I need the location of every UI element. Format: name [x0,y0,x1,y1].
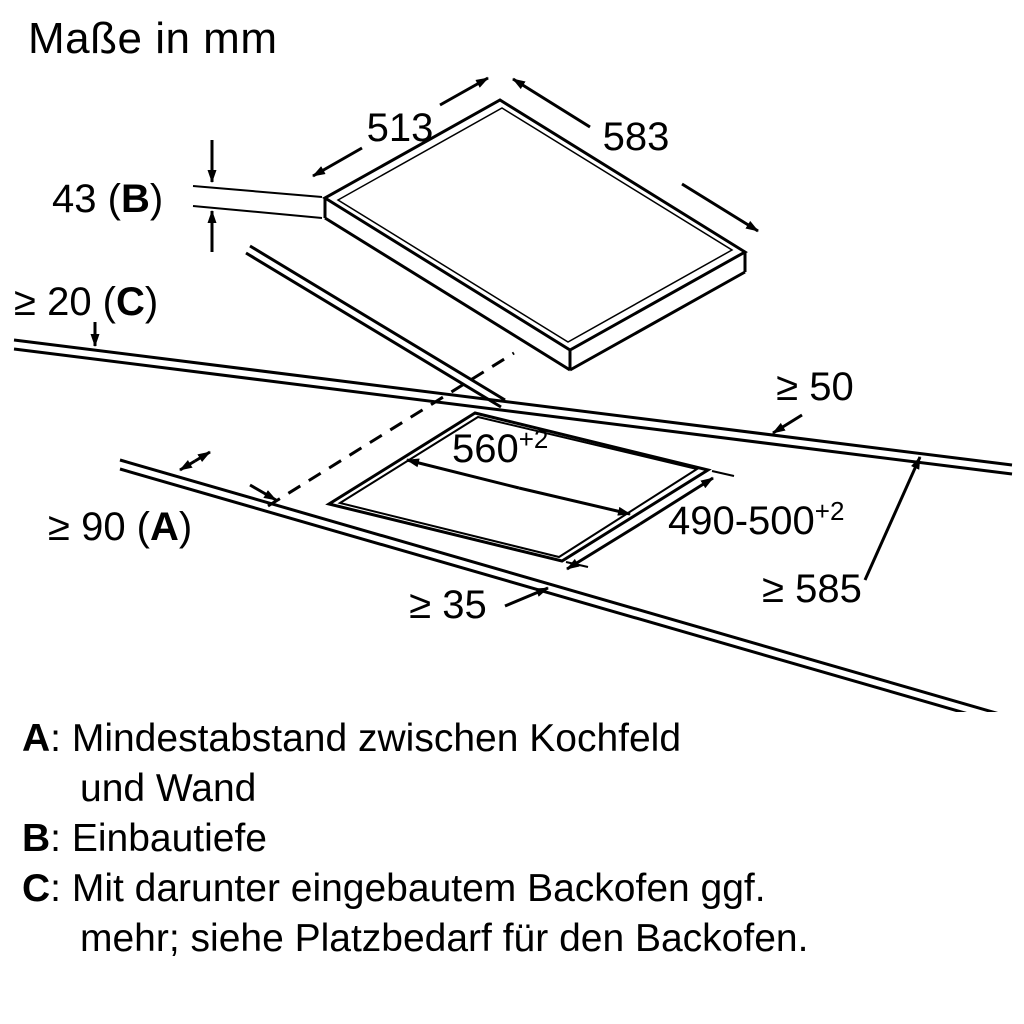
legend-text-c-line2: mehr; siehe Platzbedarf für den Backofen… [80,917,809,960]
worktop-back-edge [13,338,1013,476]
dimension-20-label: ≥ 20 (C) [14,280,158,324]
dimension-50: ≥ 50 [772,365,854,435]
dimension-583: 583 [512,77,759,233]
legend-letter-a: A [22,717,51,760]
legend-text-c-line1: Mit darunter eingebautem Backofen ggf. [71,867,766,910]
dimension-50-label: ≥ 50 [776,365,854,409]
legend-item-c: C: Mit darunter eingebautem Backofen ggf… [22,864,1000,964]
dimension-90-label: ≥ 90 (A) [48,505,192,549]
cooktop-thickness-edges [323,198,747,372]
hidden-edge-dashed-line [267,351,515,508]
legend-letter-c: C [22,867,51,910]
worktop-section-line [245,244,506,409]
legend-item-b: B: Einbautiefe [22,817,267,860]
worktop-front-edge [119,458,999,712]
legend: A: Mindestabstand zwischen Kochfeld und … [22,714,1000,964]
dimension-560-label: 560+2 [452,424,548,471]
legend-text-b-line1: Einbautiefe [71,817,267,860]
dimension-585-label: ≥ 585 [762,567,862,611]
legend-text-a-line1: Mindestabstand zwischen Kochfeld [71,717,682,760]
dimension-20-C: ≥ 20 (C) [14,280,158,347]
dimension-35-label: ≥ 35 [409,583,487,627]
cutout-inner-outline [337,415,700,559]
cooktop [322,98,748,372]
dimension-513: 513 [312,76,489,178]
dimension-90-A: ≥ 90 (A) [48,450,277,549]
dimension-583-label: 583 [603,115,670,159]
legend-letter-b: B [22,817,51,860]
legend-text-a-line2: und Wand [80,767,257,810]
dimension-35: ≥ 35 [409,583,549,627]
dimension-513-label: 513 [367,106,434,150]
dimension-43-B: 43 (B) [52,140,323,252]
cooktop-rim-inner-line [336,107,734,343]
dimension-43-label: 43 (B) [52,177,163,221]
installation-diagram: 513 583 43 (B) ≥ 20 (C) ≥ 90 (A) ≥ 50 [13,76,1013,712]
dimension-490-500: 490-500+2 [565,470,844,571]
page-title: Maße in mm [28,14,278,63]
dimension-560: 560+2 [406,424,631,516]
legend-item-a: A: Mindestabstand zwischen Kochfeld und … [22,714,1000,814]
dimension-490-label: 490-500+2 [668,496,844,543]
dimension-585: ≥ 585 [762,456,922,611]
